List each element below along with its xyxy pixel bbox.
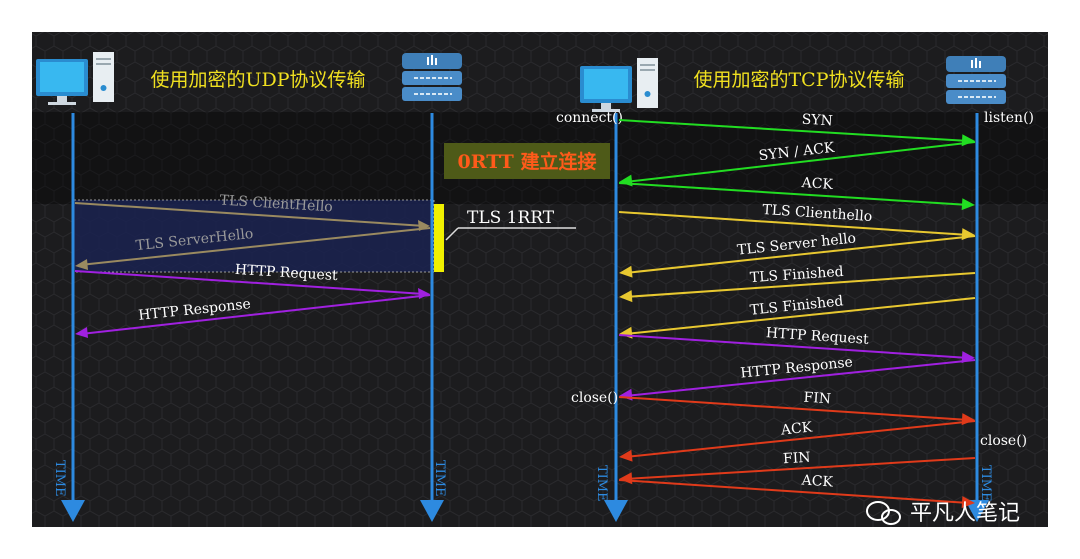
one-rtt-marker [434,204,444,272]
msg-arrow-line [618,211,970,236]
left-client-timeline-arrow [61,500,85,522]
watermark: 平凡人笔记 [866,501,1020,526]
msg-arrow-line [624,235,976,274]
server-close-label: close() [980,433,1027,449]
msg-arrow-line [618,182,970,206]
right-server-time-label: TIME [978,465,993,502]
right-server-timeline-arrow [965,500,989,522]
one-rtt-pointer [445,227,459,241]
right-server-icon [946,56,1006,104]
msg-label-syn: SYN [801,112,833,130]
label-http-request-udp: HTTP Request [234,262,338,284]
msg-ack2: ACK [619,419,976,462]
msg-label-ack2: ACK [779,419,813,438]
zero-rtt-box [444,143,610,179]
msg-label-ack1: ACK [800,175,834,193]
msg-label-ack3: ACK [800,472,834,490]
msg-label-http-request: HTTP Request [765,325,869,348]
right-panel-title: 使用加密的TCP协议传输 [694,69,905,91]
label-tls-clienthello-udp: TLS ClientHello [219,193,333,216]
left-server-time-label: TIME [432,460,447,497]
msg-arrow-line [624,359,976,397]
client-close-label: close() [571,390,618,406]
one-rtt-label: TLS 1RRT [467,208,555,228]
msg-arrow-line [624,457,976,480]
right-client-timeline-arrow [604,500,628,522]
msg-arrow-line [624,272,976,298]
msg-fin1: FIN [618,390,975,426]
msg-label-tls-finished-1: TLS Finished [749,264,844,286]
left-panel-title: 使用加密的UDP协议传输 [150,69,365,91]
msg-arrow-head [619,449,633,462]
right-client-computer-icon [580,58,658,112]
msg-arrow-head [961,198,975,211]
right-client-time-label: TIME [594,465,609,502]
msg-fin2: FIN [619,450,976,485]
zero-rtt-label: 0RTT 建立连接 [458,150,597,173]
msg-arrow-head [619,265,633,278]
msg-arrow-line [618,119,970,142]
connect-label: connect() [556,110,623,126]
udp-highlight-region [73,199,435,273]
msg-tls-finished-1: TLS Finished [619,264,976,303]
msg-arrow-line [624,297,976,335]
left-msg-http-request: HTTP Request [74,262,430,299]
left-server-timeline-arrow [420,500,444,522]
msg-arrow-line [624,141,976,183]
msg-arrow-line [618,479,970,504]
left-client-computer-icon [36,52,114,105]
msg-label-fin2: FIN [783,450,811,468]
left-server-icon [402,53,462,101]
msg-arrow-line [624,420,976,458]
listen-label: listen() [984,110,1034,126]
msg-ack3: ACK [618,472,975,509]
left-msg-clienthello: TLS ClientHello [74,193,430,231]
msg-arrow-line [618,396,970,421]
hex-pattern [32,32,1048,527]
msg-arrow-line [618,334,970,359]
msg-arrow-head [961,496,975,509]
msg-arrow-head [619,290,633,303]
watermark-text: 平凡人笔记 [910,501,1020,526]
msg-label-fin1: FIN [803,390,831,408]
msg-ack1: ACK [618,175,975,211]
msg-syn: SYN [618,112,975,147]
msg-label-tls-clienthello: TLS Clienthello [762,202,873,225]
left-client-time-label: TIME [52,460,67,497]
